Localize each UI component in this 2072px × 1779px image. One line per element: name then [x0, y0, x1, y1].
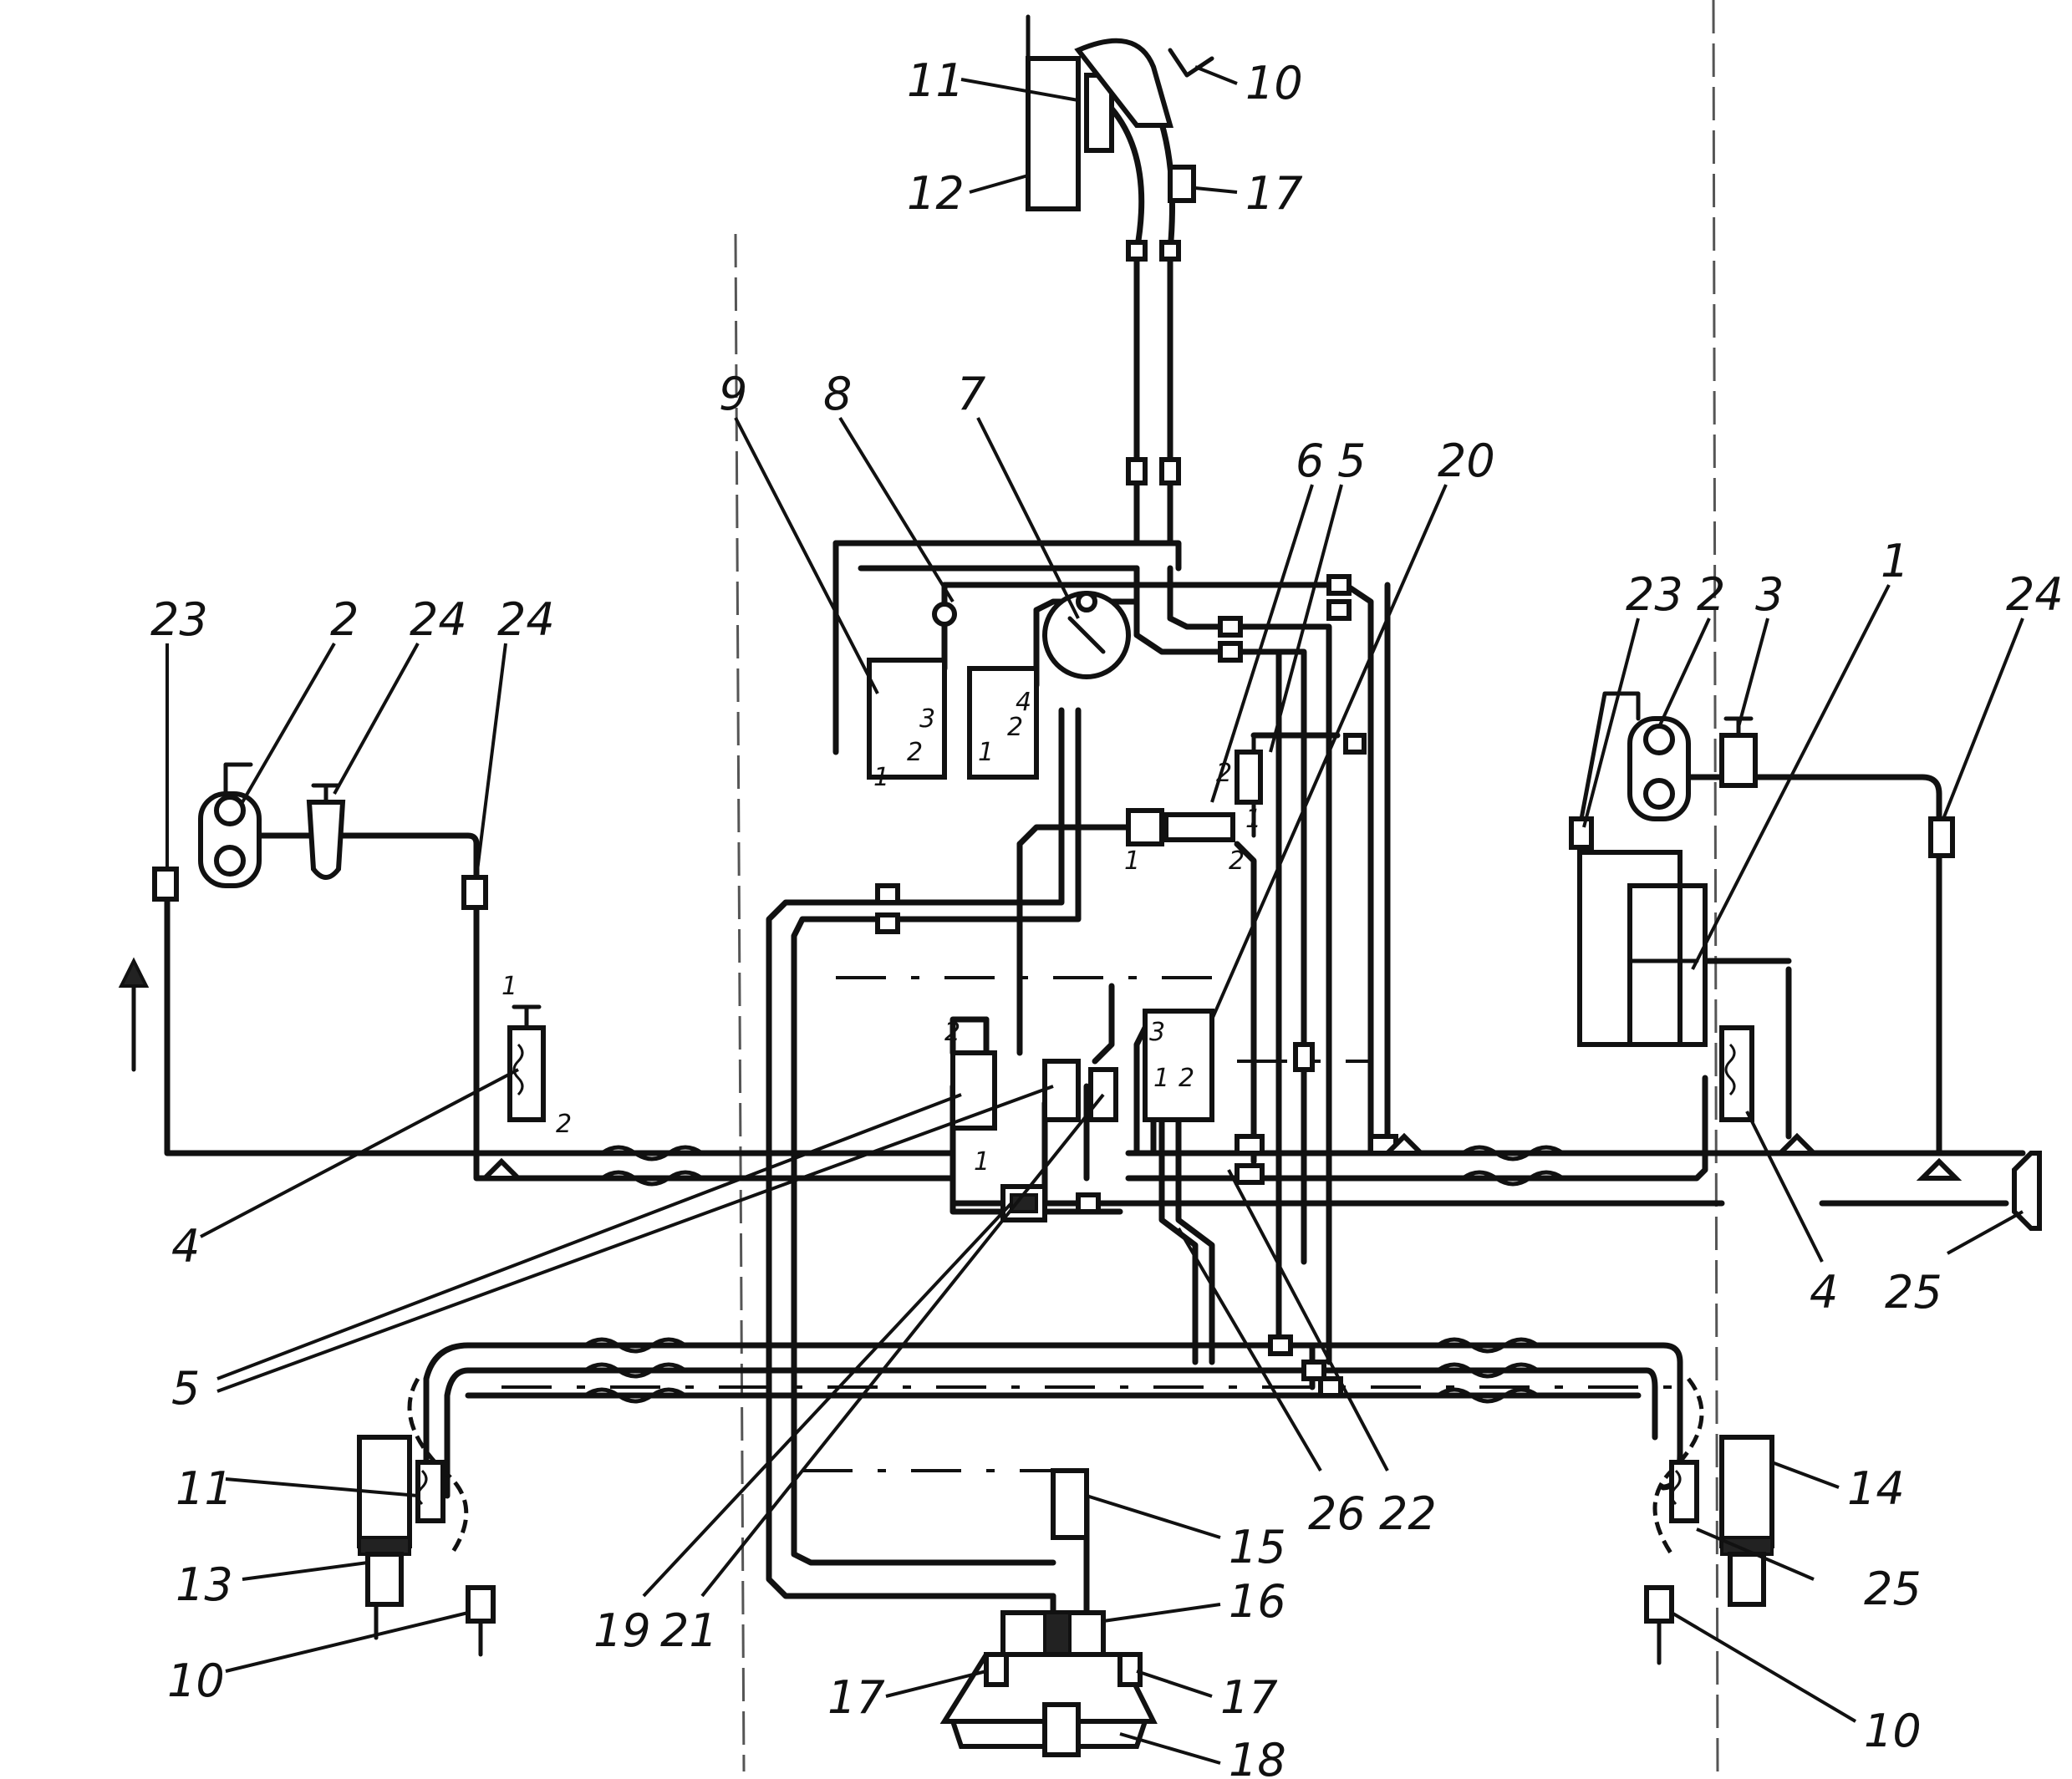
labels-left: 23 2 24 24 4 5 [150, 593, 555, 1415]
label-21: 21 [660, 1604, 718, 1657]
flexible-hoses [583, 1145, 1565, 1404]
label-15: 15 [1229, 1521, 1286, 1573]
left-devices [118, 762, 546, 1657]
label-6: 6 [1296, 435, 1324, 487]
label-8: 8 [823, 368, 852, 420]
label-10-top: 10 [1245, 57, 1303, 109]
label-16: 16 [1229, 1575, 1286, 1628]
label-23-left: 23 [150, 593, 208, 646]
label-17-top: 17 [1245, 167, 1303, 220]
labels-right: 23 2 3 1 24 4 25 [1626, 535, 2064, 1319]
label-2-left: 2 [330, 593, 359, 646]
label-24-left-b: 24 [497, 593, 555, 646]
control-lines [501, 976, 1680, 1472]
label-25-bottom: 25 [1864, 1563, 1922, 1615]
label-10-bottom-left: 10 [167, 1654, 225, 1707]
label-4-right: 4 [1810, 1266, 1838, 1319]
labels-bottom-center: 19 21 26 22 15 16 17 17 18 [593, 1487, 1437, 1779]
label-10-bottom-right: 10 [1864, 1705, 1922, 1757]
label-23-right: 23 [1626, 568, 1683, 621]
scan-fold-lines [734, 0, 1719, 1779]
label-5-left: 5 [171, 1362, 200, 1415]
port-number: 3 [919, 704, 935, 734]
label-22: 22 [1379, 1487, 1437, 1540]
label-4-left: 4 [171, 1220, 200, 1273]
label-5-center: 5 [1337, 435, 1366, 487]
leader-lines [165, 65, 2024, 1765]
port-number: 2 [1179, 1064, 1194, 1093]
label-3-right: 3 [1755, 568, 1784, 621]
label-19: 19 [593, 1604, 651, 1657]
label-9: 9 [719, 368, 747, 420]
label-24-left-a: 24 [410, 593, 467, 646]
pipelines [164, 97, 2026, 1624]
label-13: 13 [176, 1558, 233, 1611]
top-devices [1026, 14, 1214, 485]
labels-bottom-left: 11 13 10 [167, 1462, 233, 1707]
label-2-right: 2 [1697, 568, 1725, 621]
label-18: 18 [1229, 1734, 1286, 1779]
label-25-right: 25 [1885, 1266, 1942, 1319]
label-24-right: 24 [2006, 568, 2064, 621]
port-number: 1 [1245, 805, 1261, 834]
label-1-right: 1 [1881, 535, 1909, 587]
port-number: 2 [1229, 846, 1245, 876]
port-number: 2 [1216, 759, 1232, 788]
port-number: 4 [1016, 688, 1031, 717]
label-26: 26 [1308, 1487, 1366, 1540]
fittings [478, 574, 1963, 1398]
label-17-bottom-a: 17 [827, 1671, 885, 1724]
label-17-bottom-b: 17 [1220, 1671, 1278, 1724]
label-12-top: 12 [907, 167, 965, 220]
label-14: 14 [1847, 1462, 1905, 1515]
port-number: 2 [907, 738, 923, 767]
label-11-bottom: 11 [176, 1462, 233, 1515]
port-number: 1 [1153, 1064, 1169, 1093]
port-number: 1 [501, 972, 517, 1001]
labels-top: 11 10 12 17 [907, 54, 1303, 220]
right-devices [1569, 691, 2042, 1665]
port-number: 2 [556, 1110, 572, 1139]
port-number: 3 [1149, 1018, 1165, 1047]
port-number: 1 [974, 1147, 990, 1177]
center-devices [867, 591, 1263, 1757]
port-number: 2 [1007, 713, 1023, 742]
labels-center: 9 8 7 6 5 20 [719, 368, 1495, 487]
port-numbers: 1 2 1 2 1 2 3 4 1 2 1 2 1 2 3 1 2 [501, 688, 1261, 1177]
port-number: 1 [1124, 846, 1140, 876]
port-number: 1 [873, 763, 889, 792]
port-number: 1 [978, 738, 994, 767]
label-20: 20 [1438, 435, 1495, 487]
port-number: 2 [944, 1018, 960, 1047]
label-11-top: 11 [907, 54, 965, 107]
label-7: 7 [957, 368, 985, 420]
labels-bottom-right: 14 25 10 [1847, 1462, 1922, 1757]
